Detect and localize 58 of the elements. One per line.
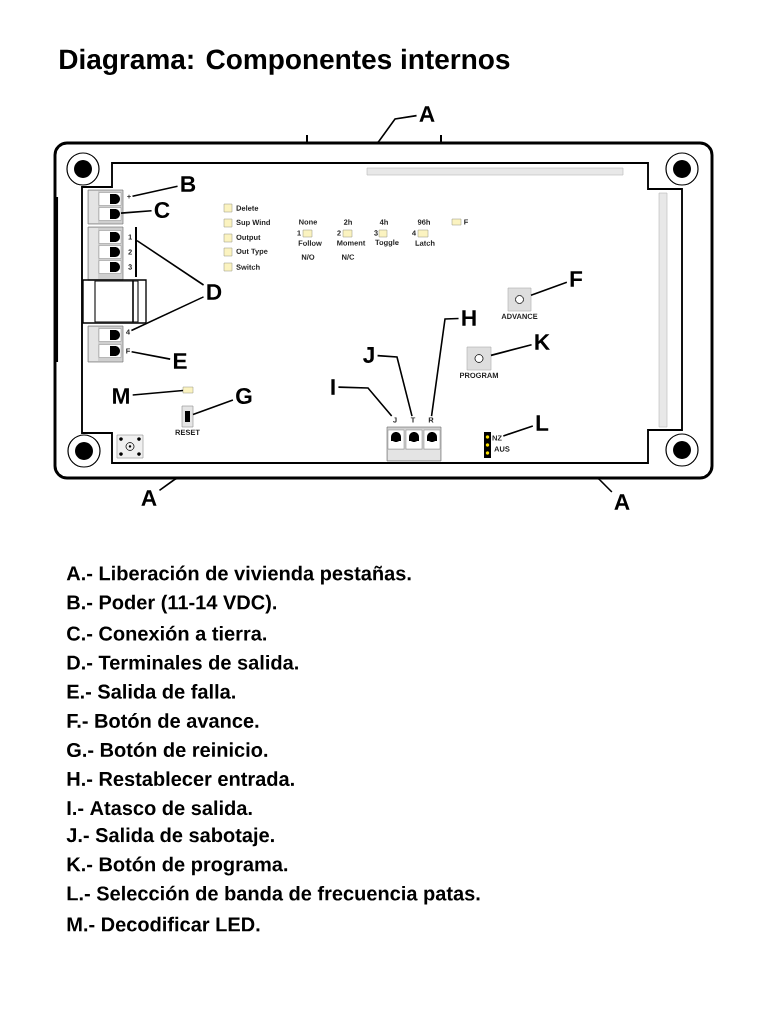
- leader-line: [120, 210, 153, 214]
- leader-line: [376, 354, 413, 417]
- leader-line: [131, 185, 179, 198]
- leader-line: [502, 425, 534, 437]
- list-item: G.- Botón de reinicio.: [67, 742, 268, 758]
- leader-line: [192, 399, 234, 416]
- bracket-line: [135, 227, 137, 277]
- list-item: M.- Decodificar LED.: [67, 916, 260, 932]
- screw-terminal: [98, 230, 122, 244]
- screw-terminal: [98, 260, 122, 274]
- title: Diagrama: Componentes internos: [60, 48, 510, 75]
- callout-letter: C: [154, 202, 170, 219]
- list-item: F.- Botón de avance.: [67, 713, 259, 728]
- leader-line: [490, 343, 533, 357]
- callout-letter: H: [462, 310, 476, 326]
- slide-switch: [181, 405, 194, 428]
- list-item: H.- Restablecer entrada.: [67, 771, 294, 787]
- leader-line: [530, 281, 568, 297]
- led-icon: [182, 386, 194, 394]
- list-item: C.- Conexión a tierra.: [67, 625, 267, 641]
- screw-terminal: [98, 207, 122, 221]
- list-item: K.- Botón de programa.: [67, 856, 288, 876]
- callout-letter: A: [419, 106, 435, 122]
- leader-line: [130, 296, 205, 332]
- callout-letter: K: [535, 334, 550, 350]
- list-item: D.- Terminales de salida.: [67, 654, 298, 670]
- list-item: L.- Selección de banda de frecuencia patas.: [67, 885, 480, 905]
- screw-terminal: [98, 245, 122, 259]
- push-button: [507, 287, 532, 312]
- callout-letter: E: [173, 353, 187, 369]
- leader-line: [158, 477, 178, 492]
- list-item: J.- Salida de sabotaje.: [66, 827, 274, 847]
- callout-letter: B: [181, 176, 196, 192]
- callout-letter: D: [207, 284, 222, 300]
- screw-terminal: [98, 328, 122, 342]
- leader-line: [130, 350, 171, 360]
- leader-line: [430, 317, 460, 417]
- leader-line: [136, 239, 205, 286]
- device-housing: [53, 134, 714, 480]
- callout-letter: A: [614, 494, 630, 510]
- callout-letter: J: [363, 347, 374, 363]
- list-item: B.- Poder (11-14 VDC).: [67, 594, 277, 614]
- screw-terminal: [98, 344, 122, 358]
- list-item: E.- Salida de falla.: [67, 684, 235, 699]
- callout-letter: M: [113, 388, 129, 404]
- push-button: [466, 346, 492, 371]
- screw-terminal: [98, 192, 122, 206]
- callout-letter: L: [536, 415, 549, 431]
- list-item: A.- Liberación de vivienda pestañas.: [66, 565, 411, 585]
- callout-letter: A: [141, 490, 157, 506]
- list-item: I.- Atasco de salida.: [67, 800, 252, 816]
- callout-letter: G: [236, 388, 252, 405]
- leader-line: [376, 114, 418, 144]
- callout-letter: F: [570, 271, 583, 287]
- leader-line: [131, 389, 184, 396]
- leader-line: [337, 386, 393, 417]
- leader-line: [597, 477, 613, 493]
- callout-letter: I: [331, 379, 335, 395]
